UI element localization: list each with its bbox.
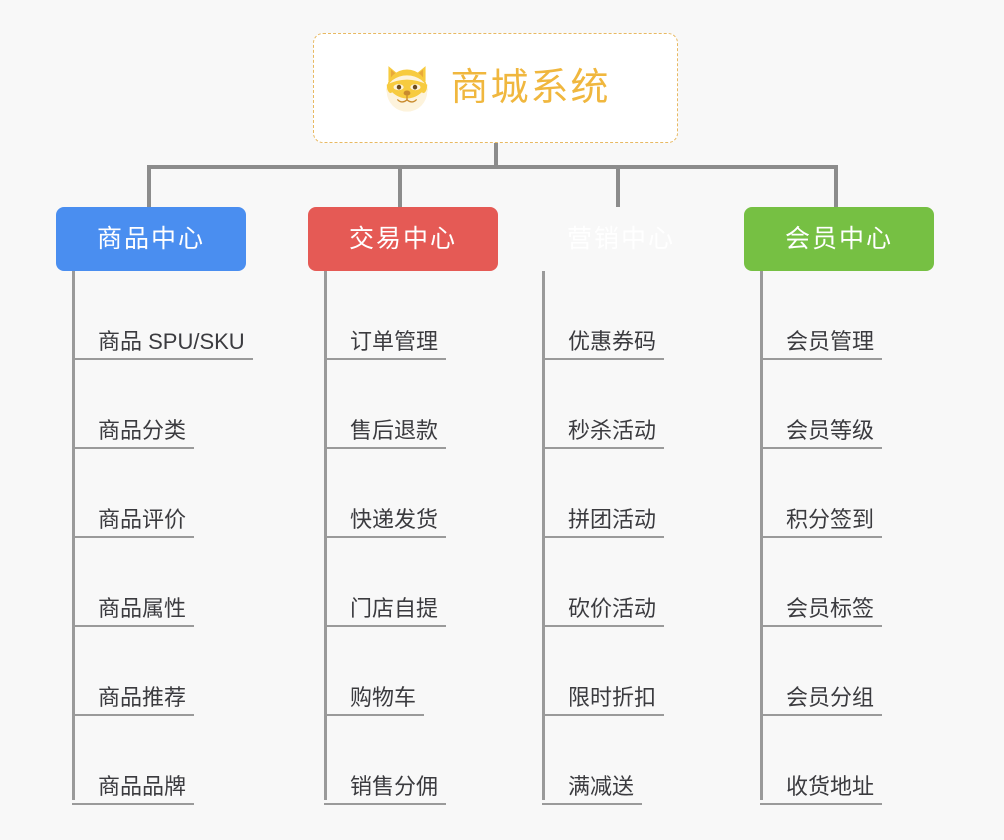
leaf-item-label: 商品推荐 <box>98 684 187 710</box>
leaf-item[interactable]: 商品推荐 <box>72 627 186 716</box>
leaf-item-label: 会员分组 <box>786 684 875 710</box>
branch-items-3: 优惠券码秒杀活动拼团活动砍价活动限时折扣满减送 <box>526 271 736 805</box>
connector-drop-1 <box>147 165 151 207</box>
branch-header-3[interactable]: 营销中心 <box>526 207 716 271</box>
leaf-item-label: 会员标签 <box>786 595 875 621</box>
leaf-item[interactable]: 销售分佣 <box>324 716 438 805</box>
leaf-item-underline <box>760 536 883 538</box>
leaf-item-label: 限时折扣 <box>568 684 657 710</box>
leaf-item-label: 商品评价 <box>98 506 187 532</box>
branch-spine-3 <box>542 271 545 800</box>
connector-drop-3 <box>616 165 620 207</box>
branch-header-1[interactable]: 商品中心 <box>56 207 246 271</box>
leaf-item[interactable]: 商品分类 <box>72 360 186 449</box>
leaf-item-label: 会员等级 <box>786 417 875 443</box>
branch-spine-2 <box>324 271 327 800</box>
leaf-item[interactable]: 商品评价 <box>72 449 186 538</box>
branch-header-2[interactable]: 交易中心 <box>308 207 498 271</box>
leaf-item-underline <box>760 447 883 449</box>
branch-spine-1 <box>72 271 75 800</box>
leaf-item-underline <box>760 358 883 360</box>
leaf-item-label: 秒杀活动 <box>568 417 657 443</box>
leaf-item-label: 商品品牌 <box>98 773 187 799</box>
branch-spine-4 <box>760 271 763 800</box>
branch-header-label: 交易中心 <box>348 224 457 253</box>
shiba-dog-icon <box>387 66 428 112</box>
leaf-item-underline <box>72 358 253 360</box>
leaf-item-underline <box>324 447 447 449</box>
leaf-item[interactable]: 收货地址 <box>760 716 874 805</box>
branch-items-4: 会员管理会员等级积分签到会员标签会员分组收货地址 <box>744 271 954 805</box>
leaf-item[interactable]: 会员分组 <box>760 627 874 716</box>
leaf-item-underline <box>760 625 883 627</box>
leaf-item-label: 购物车 <box>350 684 417 710</box>
connector-root-stem <box>494 143 498 167</box>
leaf-item-label: 销售分佣 <box>350 773 439 799</box>
leaf-item[interactable]: 商品品牌 <box>72 716 186 805</box>
leaf-item-underline <box>72 447 195 449</box>
leaf-item[interactable]: 秒杀活动 <box>542 360 656 449</box>
leaf-item[interactable]: 会员管理 <box>760 271 874 360</box>
leaf-item[interactable]: 门店自提 <box>324 538 438 627</box>
leaf-item-label: 商品 SPU/SKU <box>98 328 245 354</box>
leaf-item[interactable]: 商品属性 <box>72 538 186 627</box>
leaf-item-underline <box>324 536 447 538</box>
leaf-item-underline <box>542 714 665 716</box>
leaf-item-underline <box>324 714 425 716</box>
leaf-item-underline <box>72 536 195 538</box>
leaf-item-underline <box>542 625 665 627</box>
leaf-item-underline <box>542 447 665 449</box>
connector-drop-2 <box>398 165 402 207</box>
leaf-item[interactable]: 会员标签 <box>760 538 874 627</box>
branch-header-4[interactable]: 会员中心 <box>744 207 934 271</box>
branch-header-label: 营销中心 <box>566 224 675 253</box>
root-node[interactable]: 商城系统 <box>313 33 678 143</box>
leaf-item-label: 砍价活动 <box>568 595 657 621</box>
leaf-item[interactable]: 拼团活动 <box>542 449 656 538</box>
leaf-item[interactable]: 商品 SPU/SKU <box>72 271 245 360</box>
branch-items-1: 商品 SPU/SKU 商品分类商品评价商品属性商品推荐商品品牌 <box>56 271 266 805</box>
leaf-item[interactable]: 订单管理 <box>324 271 438 360</box>
leaf-item[interactable]: 优惠券码 <box>542 271 656 360</box>
leaf-item-underline <box>72 803 195 805</box>
connector-drop-4 <box>834 165 838 207</box>
leaf-item-label: 优惠券码 <box>568 328 657 354</box>
leaf-item[interactable]: 积分签到 <box>760 449 874 538</box>
branch-header-label: 商品中心 <box>96 224 205 253</box>
leaf-item-underline <box>72 625 195 627</box>
leaf-item-underline <box>324 803 447 805</box>
leaf-item[interactable]: 砍价活动 <box>542 538 656 627</box>
leaf-item[interactable]: 购物车 <box>324 627 416 716</box>
leaf-item-underline <box>542 536 665 538</box>
leaf-item-underline <box>324 358 447 360</box>
root-title: 商城系统 <box>450 67 611 109</box>
leaf-item[interactable]: 会员等级 <box>760 360 874 449</box>
leaf-item-label: 订单管理 <box>350 328 439 354</box>
leaf-item[interactable]: 满减送 <box>542 716 634 805</box>
leaf-item-underline <box>72 714 195 716</box>
leaf-item-label: 积分签到 <box>786 506 875 532</box>
leaf-item-label: 会员管理 <box>786 328 875 354</box>
leaf-item[interactable]: 快递发货 <box>324 449 438 538</box>
leaf-item-label: 收货地址 <box>786 773 875 799</box>
leaf-item-underline <box>542 358 665 360</box>
leaf-item-label: 拼团活动 <box>568 506 657 532</box>
leaf-item[interactable]: 售后退款 <box>324 360 438 449</box>
leaf-item-label: 售后退款 <box>350 417 439 443</box>
leaf-item-underline <box>760 714 883 716</box>
leaf-item-label: 商品属性 <box>98 595 187 621</box>
branch-items-2: 订单管理售后退款快递发货门店自提购物车销售分佣 <box>308 271 518 805</box>
leaf-item-label: 门店自提 <box>350 595 439 621</box>
branch-header-label: 会员中心 <box>784 224 893 253</box>
leaf-item[interactable]: 限时折扣 <box>542 627 656 716</box>
leaf-item-label: 快递发货 <box>350 506 439 532</box>
leaf-item-underline <box>324 625 447 627</box>
leaf-item-underline <box>760 803 883 805</box>
leaf-item-underline <box>542 803 643 805</box>
connector-horizontal-bus <box>147 165 838 169</box>
leaf-item-label: 满减送 <box>568 773 635 799</box>
leaf-item-label: 商品分类 <box>98 417 187 443</box>
